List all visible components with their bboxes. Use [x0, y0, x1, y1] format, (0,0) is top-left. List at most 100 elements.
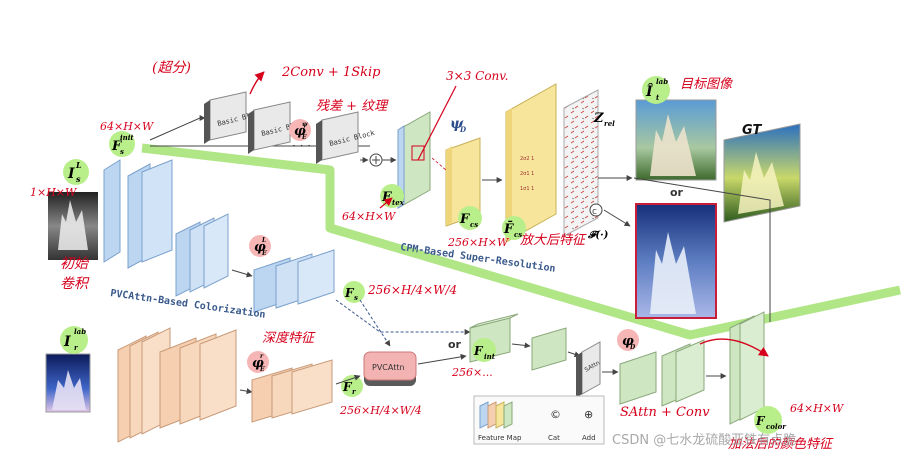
f-r-blocks	[251, 359, 333, 423]
decoder-blocks	[619, 339, 705, 407]
annotation-arrow	[379, 197, 393, 209]
annotation-256hw: 256×H×W	[447, 236, 510, 249]
f-cs-block	[445, 137, 481, 227]
legend-add-label: Add	[582, 434, 596, 442]
reference-image	[45, 353, 91, 413]
phi-d-label: φ D	[617, 329, 639, 351]
connector-line	[633, 177, 771, 322]
svg-text:φ: φ	[294, 124, 306, 139]
f-s-label: F s	[343, 281, 365, 303]
watermark: CSDN @七水龙硫酸亚铁有点脆	[612, 432, 796, 448]
encoder-e-r-blocks	[117, 327, 237, 443]
svg-text:color: color	[766, 422, 787, 431]
annotation-residual: 残差 + 纹理	[316, 99, 389, 114]
skip-line-top	[149, 115, 206, 141]
legend-box: Feature Map © Cat ⊕ Add	[473, 395, 605, 445]
svg-text:I: I	[67, 166, 75, 182]
svg-text:s: s	[120, 147, 124, 156]
annotation-init-conv-1: 初始	[60, 256, 90, 272]
svg-text:Z: Z	[593, 111, 604, 126]
connector-line	[239, 388, 253, 395]
annotation-1hw: 1×H×W	[30, 186, 78, 199]
svg-text:F: F	[111, 139, 122, 154]
svg-text:L: L	[75, 160, 82, 170]
annotation-256-quarter: 256×H/4×W/4	[367, 283, 457, 297]
encoder-e-l-blocks	[175, 213, 229, 297]
annotation-enlarge: 放大后特征	[520, 233, 587, 248]
svg-text:I: I	[63, 334, 71, 350]
annotation-64hw-b: 64×H×W	[342, 210, 397, 223]
connector-line	[511, 342, 531, 349]
dashed-connector	[335, 299, 471, 335]
svg-text:2σ1 1: 2σ1 1	[520, 171, 534, 177]
svg-text:D: D	[629, 344, 636, 351]
annotation-arrow	[417, 85, 457, 161]
decoder-block-1	[531, 327, 567, 371]
svg-text:F: F	[342, 380, 353, 394]
init-conv-block	[103, 159, 121, 263]
ir-lab-label: I r lab	[60, 326, 88, 354]
connector-line	[231, 269, 253, 278]
svg-text:E: E	[301, 134, 307, 141]
svg-text:cs: cs	[470, 220, 478, 229]
svg-text:φ: φ	[252, 356, 264, 371]
pvcattn-module: PVCAttn	[363, 351, 417, 386]
annotation-conv-skip: 2Conv + 1Skip	[281, 65, 381, 80]
svg-text:F̄: F̄	[503, 220, 514, 237]
svg-text:F: F	[459, 212, 470, 227]
annotation-target: 目标图像	[680, 77, 733, 92]
legend-add-symbol: ⊕	[584, 408, 593, 421]
svg-text:t: t	[656, 93, 660, 102]
phi-e-psi-label: φ E ψ	[289, 119, 311, 141]
basic-block-dots: · · ·	[292, 139, 311, 153]
add-operator	[369, 153, 383, 167]
svg-text:s: s	[354, 293, 358, 302]
svg-text:E: E	[261, 250, 267, 257]
or-label-top: or	[670, 186, 684, 199]
svg-text:1σ1 1: 1σ1 1	[520, 186, 534, 192]
svg-text:F: F	[755, 414, 766, 428]
z-rel-label: Z rel	[593, 111, 615, 128]
svg-text:D: D	[459, 125, 467, 134]
svg-text:PVCAttn: PVCAttn	[372, 363, 405, 372]
psi-d-label: ψ D	[450, 116, 467, 134]
svg-text:lab: lab	[656, 77, 668, 86]
dashed-connector	[359, 299, 391, 347]
svg-text:F: F	[473, 344, 484, 358]
fs-init-label: F s init	[109, 131, 135, 157]
svg-text:ψ: ψ	[302, 121, 308, 128]
output-image-day	[635, 99, 717, 181]
input-grayscale-image	[48, 192, 98, 260]
legend-cat-label: Cat	[548, 434, 560, 442]
cat-operator: c	[589, 203, 603, 217]
f-cs-bar-label: F̄ cs	[502, 216, 526, 240]
connector-line	[431, 157, 447, 171]
svg-text:r: r	[352, 387, 357, 396]
f-int-label: F int	[472, 338, 496, 362]
svg-text:ψ: ψ	[450, 116, 464, 132]
svg-text:rel: rel	[604, 119, 615, 128]
legend-cat-symbol: ©	[550, 408, 561, 421]
connector-line	[603, 209, 631, 227]
is-l-label: I s L	[63, 159, 89, 185]
f-cs-label: F cs	[458, 206, 482, 230]
annotation-sattn-conv: SAttn + Conv	[620, 405, 710, 420]
f-color-block	[729, 311, 765, 425]
annotation-3x3conv: 3×3 Conv.	[446, 69, 508, 83]
connector-line	[335, 374, 361, 385]
z-rel-block	[563, 89, 599, 237]
phi-e-l-label: φ E L	[249, 235, 271, 257]
svg-text:int: int	[484, 352, 496, 361]
annotation-init-conv-2: 卷积	[60, 276, 90, 292]
svg-text:F: F	[344, 286, 355, 300]
f-cs-bar-block: 2σ2 1 2σ1 1 1σ1 1	[505, 83, 557, 243]
basic-block-3: Basic Block	[316, 111, 376, 164]
f-tex-block	[397, 111, 431, 209]
svg-text:φ: φ	[254, 240, 266, 255]
gt-image	[723, 123, 801, 223]
annotation-256: 256×...	[451, 366, 493, 379]
sattn-block: SAttn	[576, 341, 601, 398]
phi-e-r-label: φ E r	[247, 351, 269, 373]
svg-text:cs: cs	[514, 230, 522, 239]
annotation-64hw: 64×H×W	[100, 120, 155, 133]
